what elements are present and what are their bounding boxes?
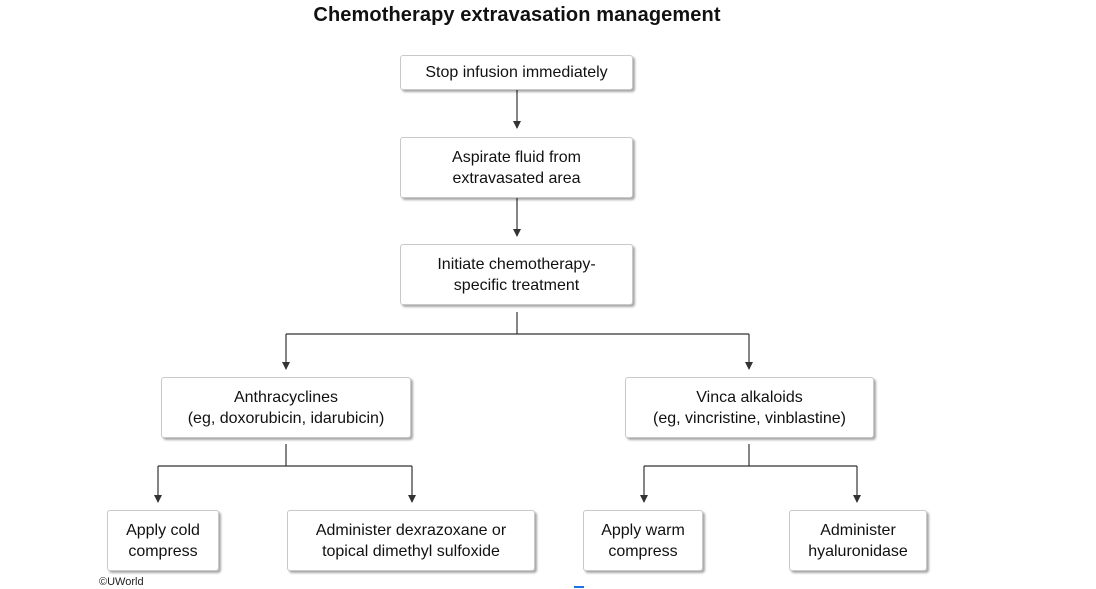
node-apply-warm-compress: Apply warm compress [583,510,703,571]
node-aspirate-fluid-line-1: Aspirate fluid from [452,148,581,166]
node-aspirate-fluid: Aspirate fluid from extravasated area [400,137,633,198]
node-administer-dexrazoxane-line-2: topical dimethyl sulfoxide [322,542,500,560]
node-apply-warm-compress-line-1: Apply warm [601,521,685,539]
node-administer-hyaluronidase: Administer hyaluronidase [789,510,927,571]
node-aspirate-fluid-line-2: extravasated area [452,169,581,187]
node-apply-cold-compress: Apply cold compress [107,510,219,571]
node-administer-dexrazoxane-line-1: Administer dexrazoxane or [315,521,507,539]
node-anthracyclines-line-1: Anthracyclines [233,388,339,406]
node-administer-dexrazoxane: Administer dexrazoxane or topical dimeth… [287,510,535,571]
node-initiate-treatment: Initiate chemotherapy- specific treatmen… [400,244,633,305]
node-initiate-treatment-line-1: Initiate chemotherapy- [437,255,596,273]
node-administer-hyaluronidase-line-1: Administer [820,521,896,539]
accent-mark [574,586,584,588]
diagram-title: Chemotherapy extravasation management [313,4,721,26]
node-apply-warm-compress-line-2: compress [608,542,678,560]
node-stop-infusion-line-1: Stop infusion immediately [425,64,608,81]
node-vinca-alkaloids-line-2: (eg, vincristine, vinblastine) [653,409,846,427]
node-anthracyclines: Anthracyclines (eg, doxorubicin, idarubi… [161,377,411,438]
node-anthracyclines-line-2: (eg, doxorubicin, idarubicin) [187,409,385,427]
node-administer-hyaluronidase-line-2: hyaluronidase [808,542,908,560]
node-initiate-treatment-line-2: specific treatment [453,276,580,294]
node-apply-cold-compress-line-1: Apply cold [126,521,200,539]
copyright-notice: ©UWorld [99,576,144,588]
node-apply-cold-compress-line-2: compress [128,542,198,560]
node-vinca-alkaloids: Vinca alkaloids (eg, vincristine, vinbla… [625,377,874,438]
node-stop-infusion: Stop infusion immediately [400,55,633,90]
node-vinca-alkaloids-line-1: Vinca alkaloids [696,388,803,406]
